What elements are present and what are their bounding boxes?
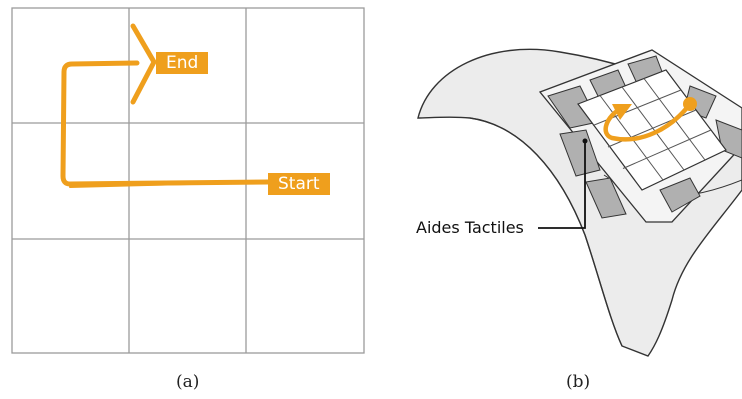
screen-gesture-arrowhead	[612, 104, 632, 120]
end-label: End	[156, 52, 209, 74]
gesture-path	[60, 60, 271, 187]
start-label: Start	[268, 173, 330, 195]
aides-tactiles-label: Aides Tactiles	[416, 218, 524, 237]
tactile-pad-8	[659, 177, 701, 213]
caption-a: (a)	[176, 372, 200, 392]
caption-b: (b)	[566, 372, 591, 392]
gesture-path-tail	[69, 181, 269, 188]
screen-gesture-path	[603, 101, 693, 142]
gesture-arrowhead	[130, 23, 157, 105]
callout-leader-line	[538, 141, 586, 229]
smartwatch-illustration	[417, 48, 742, 357]
tactile-pad-7	[585, 177, 627, 219]
screen-gesture-start-dot	[683, 97, 697, 111]
tactile-pad-6	[559, 129, 601, 177]
